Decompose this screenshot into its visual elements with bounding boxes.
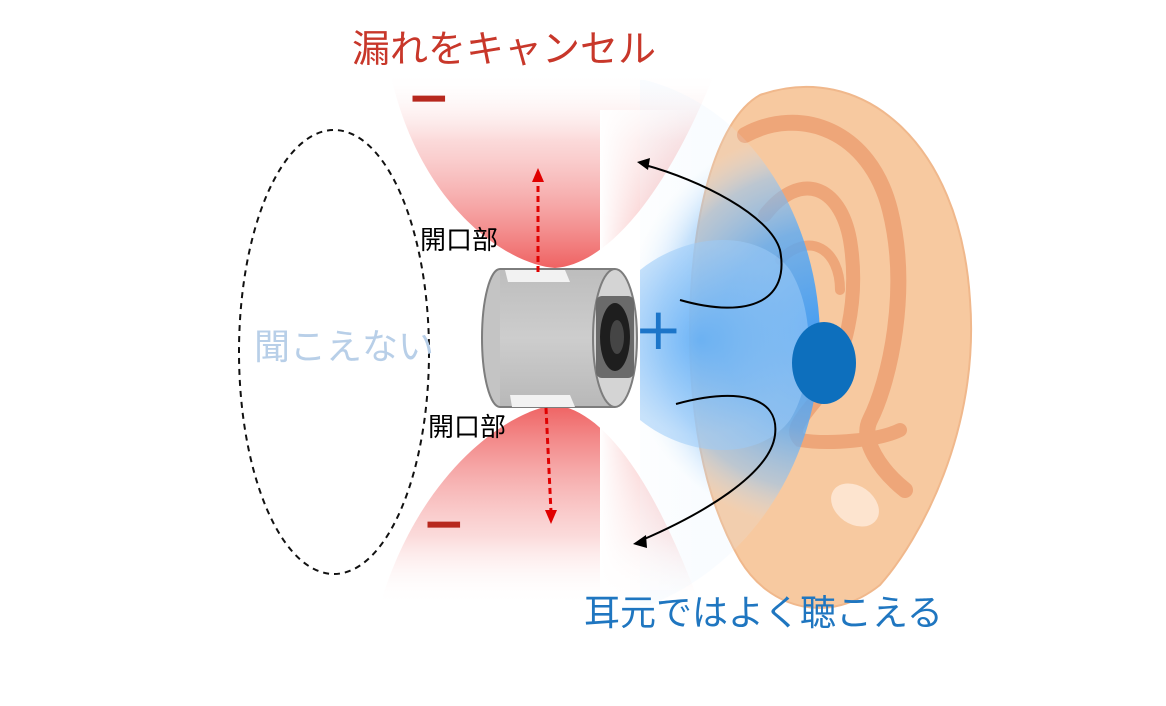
speaker-icon — [481, 268, 638, 408]
cancel-leak-title: 漏れをキャンセル — [352, 27, 657, 71]
minus-sign-bottom: − — [422, 494, 466, 554]
inaudible-label: 聞こえない — [254, 327, 435, 368]
leak-arrow-down — [544, 407, 557, 524]
speaker-bottom-opening — [510, 395, 575, 407]
wrap-arrow-top — [637, 158, 783, 309]
leak-arrow-up — [532, 168, 544, 272]
speaker-driver-dome — [610, 320, 624, 354]
speaker-top-opening — [505, 270, 570, 282]
inaudible-zone — [238, 129, 430, 575]
plus-sign: + — [634, 295, 683, 363]
opening-label-bottom: 開口部 — [428, 413, 507, 443]
audible-at-ear-title: 耳元ではよく聴こえる — [584, 593, 943, 634]
ear-canal — [792, 322, 856, 404]
opening-label-top: 開口部 — [420, 226, 499, 256]
minus-sign-top: − — [407, 68, 451, 128]
wrap-arrow-bottom — [633, 395, 777, 548]
ear-lobe-highlight — [831, 483, 879, 527]
audible-field-inner — [640, 240, 809, 450]
